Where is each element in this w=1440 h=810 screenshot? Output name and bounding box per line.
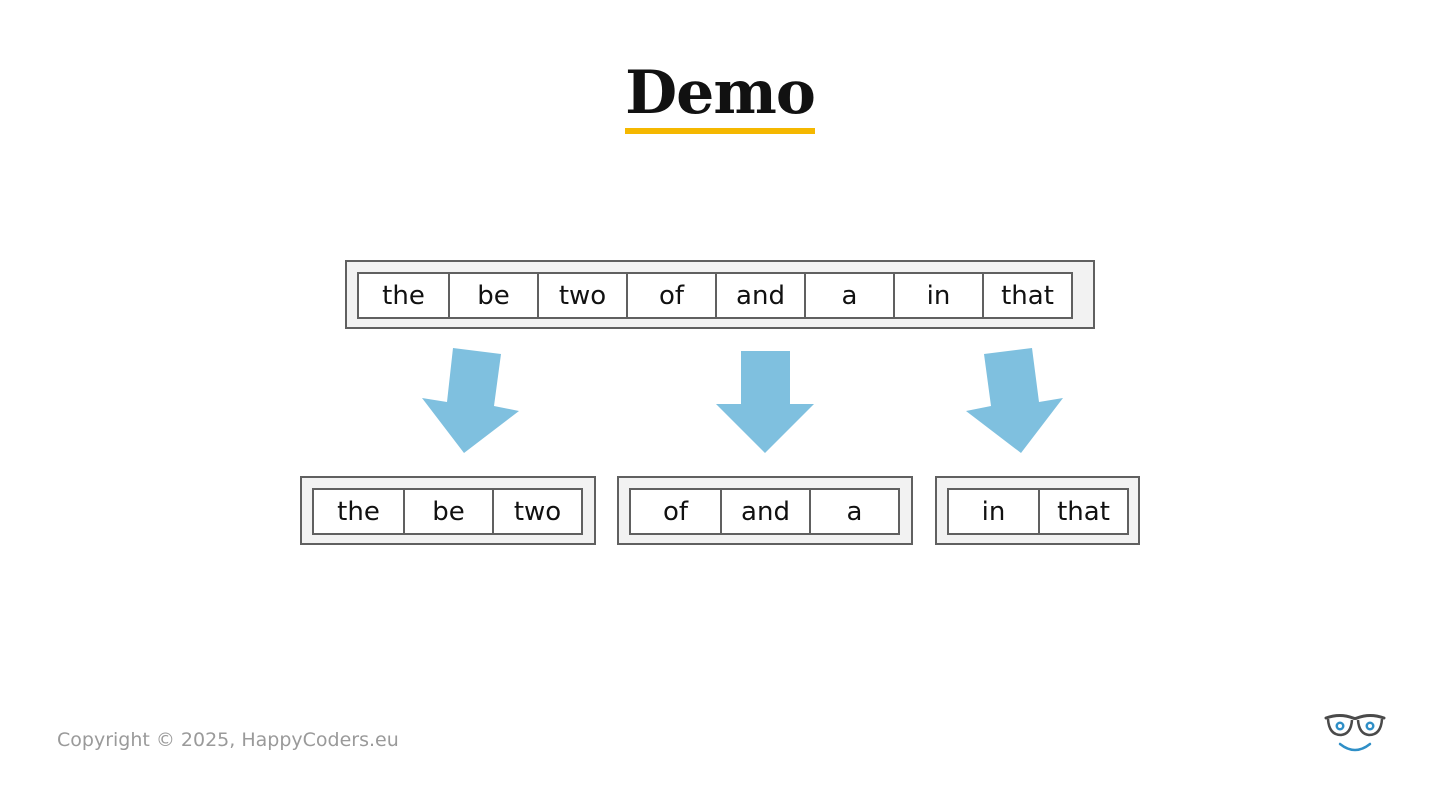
array-cell: two — [537, 274, 626, 317]
array-cell: in — [949, 490, 1038, 533]
partition-array-1: the be two — [300, 476, 596, 545]
arrow-down-right-icon — [966, 348, 1063, 453]
array-cell: a — [804, 274, 893, 317]
source-array: the be two of and a in that — [345, 260, 1095, 329]
array-cell: be — [403, 490, 492, 533]
array-cell: and — [715, 274, 804, 317]
arrow-down-left-icon — [422, 348, 519, 453]
partition-array-3: in that — [935, 476, 1140, 545]
partition-array-2: of and a — [617, 476, 913, 545]
array-cell: a — [809, 490, 898, 533]
copyright-footer: Copyright © 2025, HappyCoders.eu — [57, 729, 399, 751]
slide-title: Demo — [0, 58, 1440, 134]
array-cell: be — [448, 274, 537, 317]
arrow-down-icon — [716, 351, 814, 453]
slide-title-text: Demo — [625, 58, 816, 134]
array-cell: two — [492, 490, 581, 533]
array-cell: the — [314, 490, 403, 533]
array-cell: of — [631, 490, 720, 533]
source-array-cells: the be two of and a in that — [357, 272, 1073, 319]
array-cell: in — [893, 274, 982, 317]
partition-array-cells: the be two — [312, 488, 583, 535]
array-cell: that — [1038, 490, 1127, 533]
smiling-glasses-logo-icon — [1324, 714, 1386, 752]
array-cell: that — [982, 274, 1071, 317]
partition-array-cells: of and a — [629, 488, 900, 535]
array-cell: of — [626, 274, 715, 317]
array-cell: and — [720, 490, 809, 533]
array-cell: the — [359, 274, 448, 317]
partition-array-cells: in that — [947, 488, 1129, 535]
